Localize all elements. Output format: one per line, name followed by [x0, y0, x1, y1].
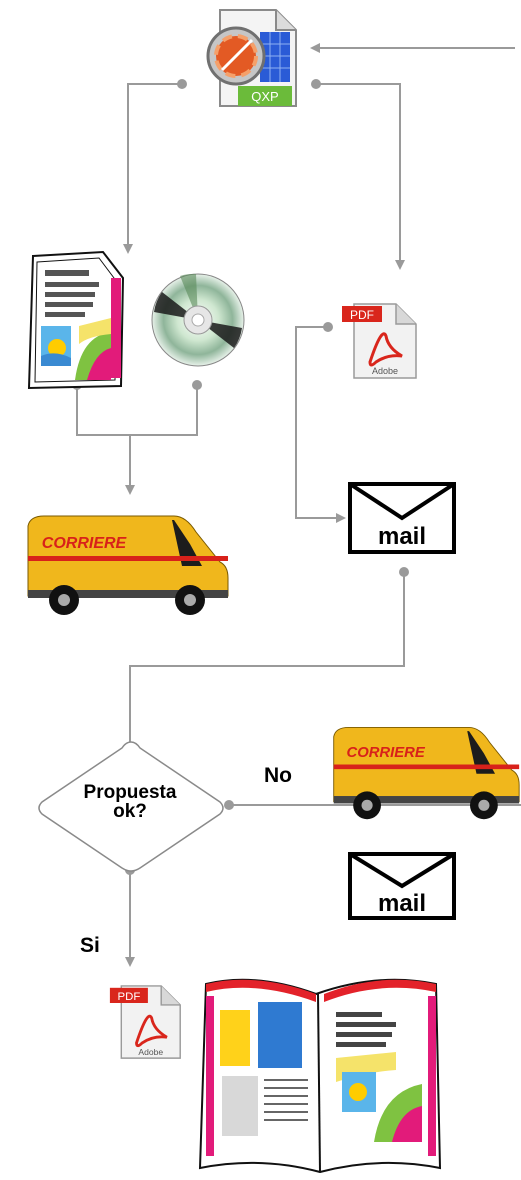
- pdf-to-mail-arrow: [295, 326, 346, 523]
- branch-yes-label: Si: [80, 934, 100, 957]
- connector-dot: [177, 79, 187, 89]
- mail-return-envelope-icon: mail: [348, 852, 456, 920]
- mail-to-decision-arrow: [125, 572, 405, 774]
- connector-dot: [323, 322, 333, 332]
- decision-text-line1: Propuesta: [83, 782, 177, 803]
- qxp-to-print-arrow: [123, 83, 182, 254]
- branch-no-label: No: [264, 764, 292, 787]
- printed-magazine-icon: [198, 978, 442, 1174]
- pdf-brand: Adobe: [372, 366, 398, 376]
- courier-van-return-icon: CORRIERE: [333, 726, 520, 820]
- pdf-file-icon: PDF Adobe: [342, 303, 417, 379]
- pdf-badge: PDF: [350, 308, 374, 322]
- final-pdf-badge: PDF: [118, 991, 141, 1003]
- connector-dot: [224, 800, 234, 810]
- mail-return-label: mail: [378, 890, 426, 917]
- printed-proof-icon: [27, 250, 125, 390]
- van-return-label: CORRIERE: [346, 745, 425, 761]
- mail-envelope-icon: mail: [348, 482, 456, 554]
- courier-van-icon: CORRIERE: [27, 515, 229, 615]
- connector-dot: [399, 567, 409, 577]
- decision-diamond: [38, 741, 224, 872]
- van-label: CORRIERE: [42, 535, 128, 552]
- final-pdf-brand: Adobe: [138, 1047, 163, 1057]
- print-cd-join-line: [76, 385, 198, 436]
- decision-text-line2: ok?: [113, 801, 147, 822]
- connector-dot: [311, 79, 321, 89]
- cd-disc-icon: [151, 273, 245, 367]
- qxp-badge: QXP: [251, 89, 278, 104]
- qxp-file-icon: QXP: [206, 9, 297, 107]
- final-pdf-file-icon: PDF Adobe: [109, 985, 181, 1059]
- connector-dot: [192, 380, 202, 390]
- mail-label: mail: [378, 523, 426, 550]
- qxp-to-pdf-arrow: [316, 83, 405, 270]
